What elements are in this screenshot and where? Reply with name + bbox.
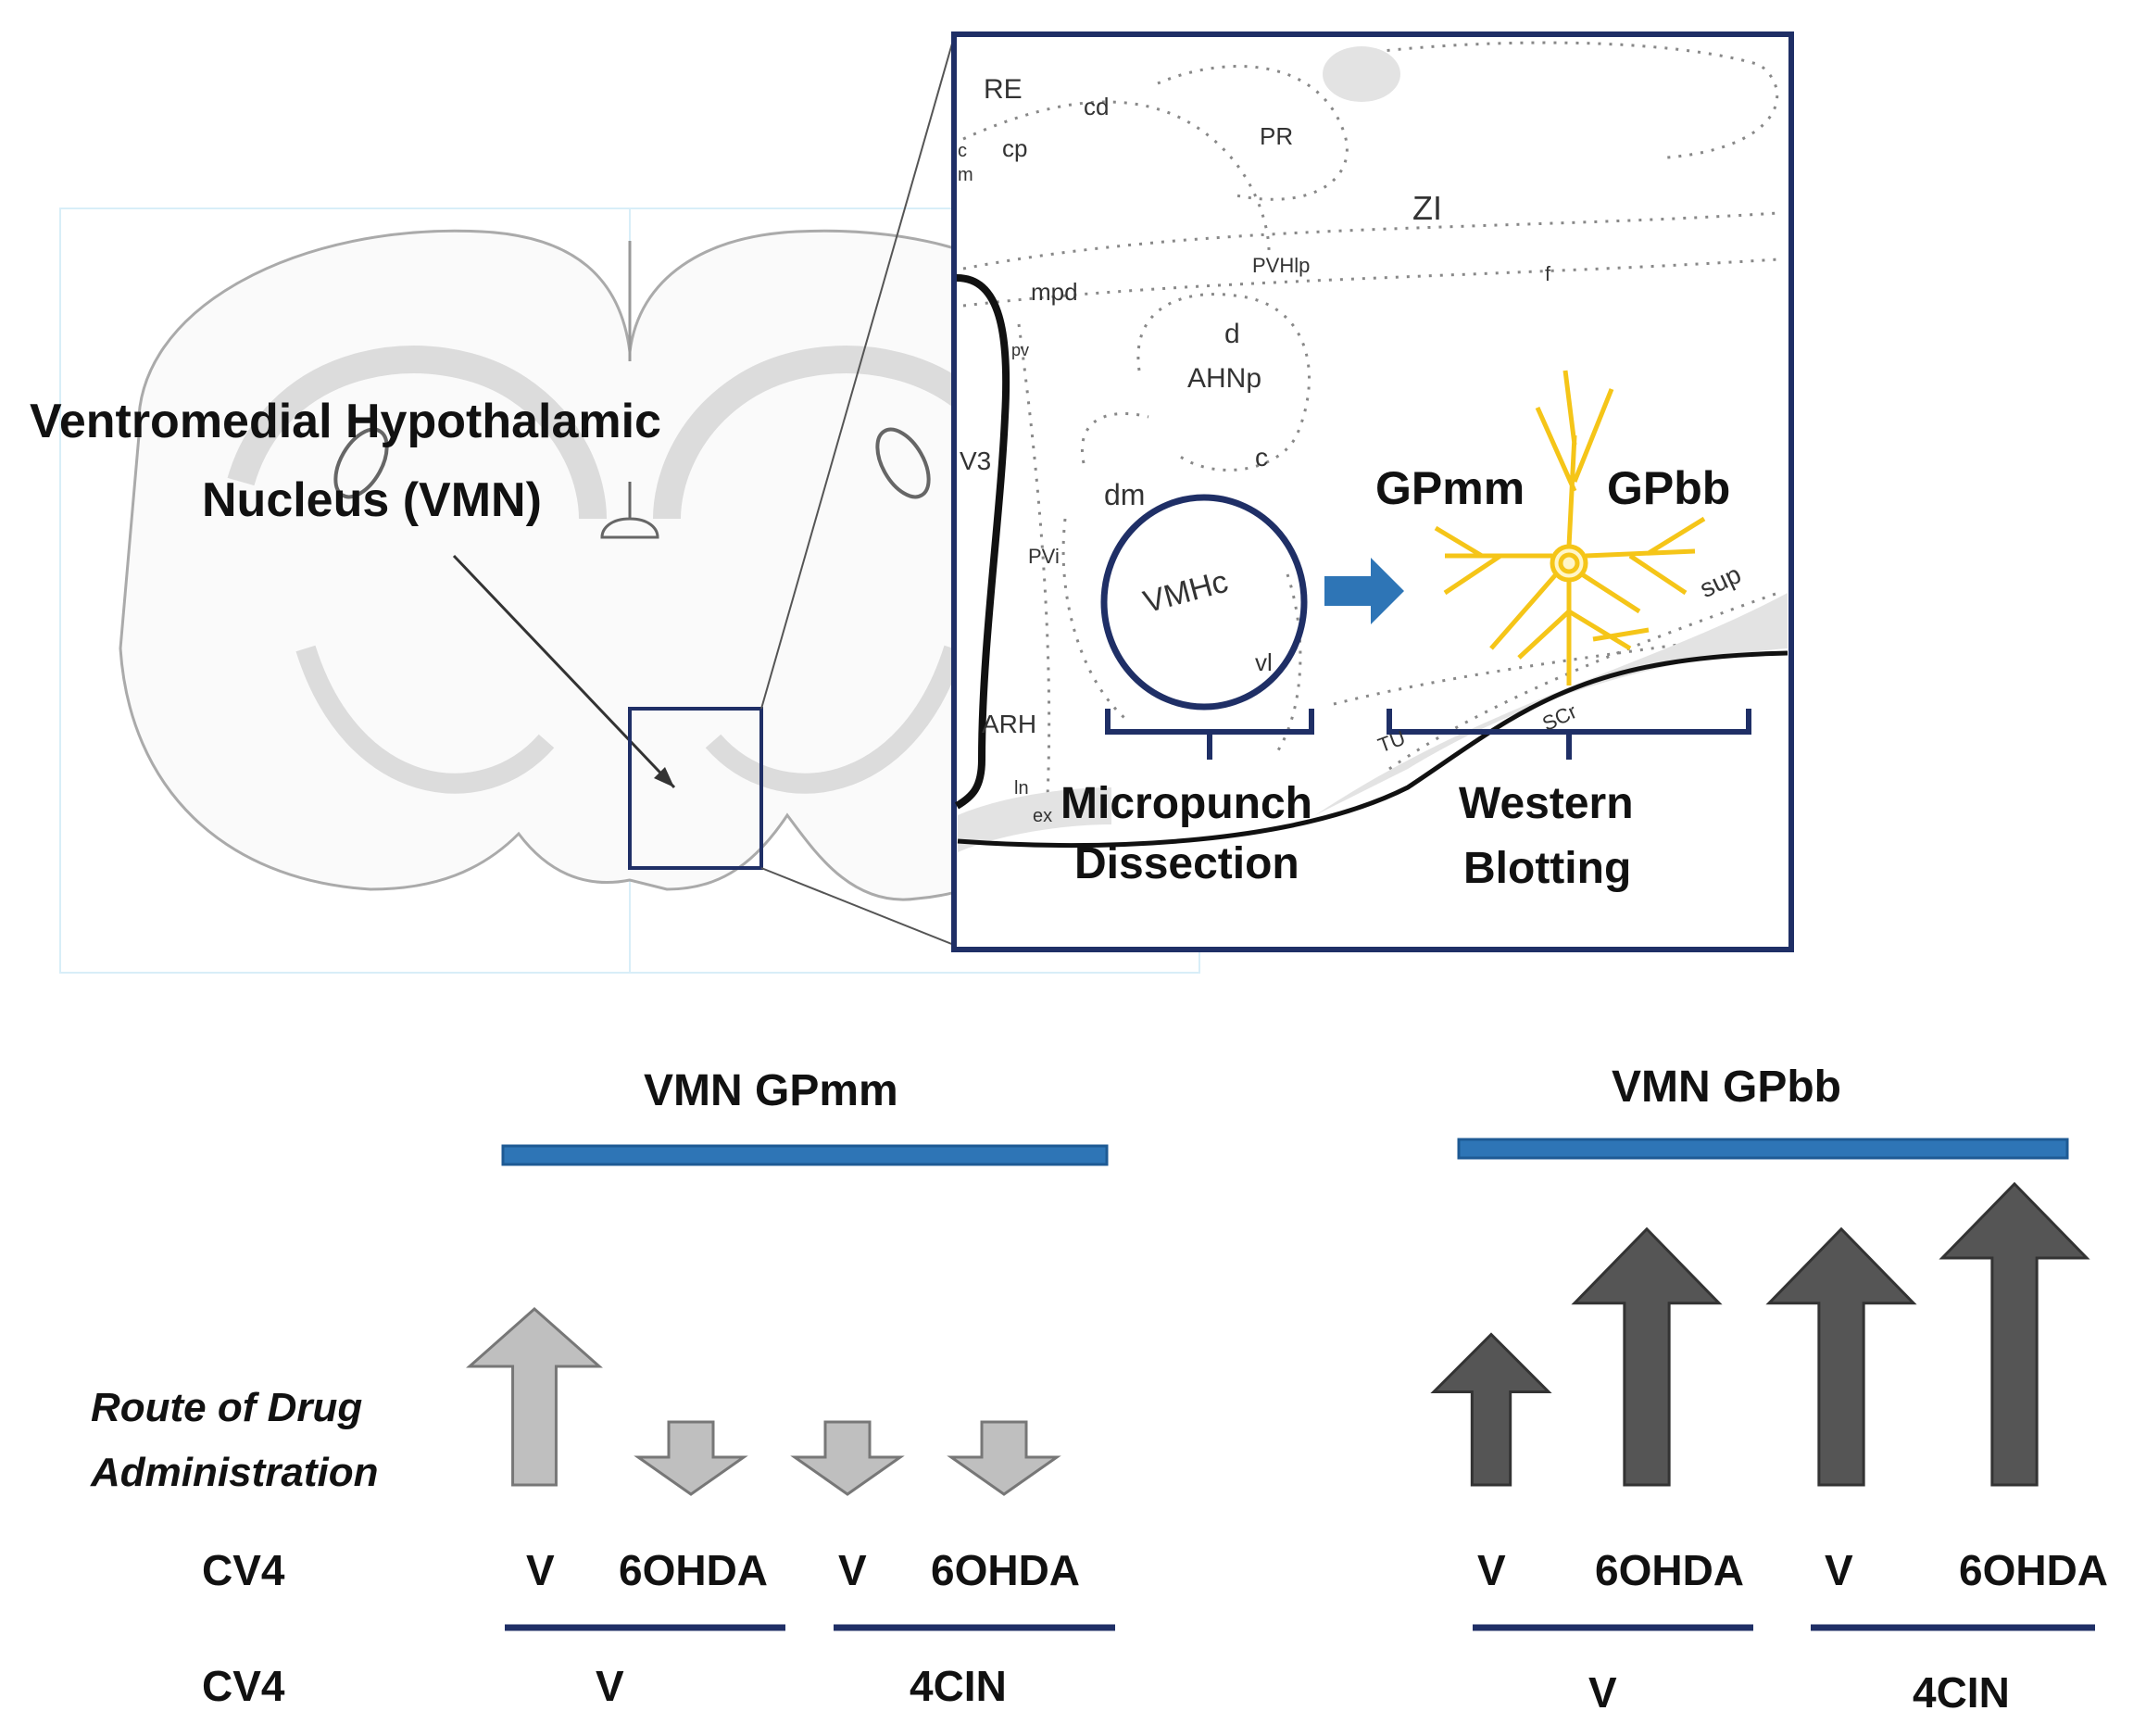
atlas-label: vl — [1255, 648, 1273, 676]
atlas-label: ARH — [982, 710, 1037, 738]
gpmm-row2-4cin: 4CIN — [910, 1662, 1007, 1710]
gpbb-row2-4cin: 4CIN — [1913, 1668, 2010, 1717]
gpmm-row1-6ohda: 6OHDA — [619, 1546, 769, 1594]
panel-title-gpbb: VMN GPbb — [1612, 1063, 1841, 1112]
atlas-label: V3 — [960, 447, 992, 475]
atlas-label: pv — [1011, 341, 1030, 359]
atlas-label: ZI — [1412, 189, 1442, 227]
down-arrow-icon — [790, 1420, 905, 1496]
gpmm-row1-v: V — [526, 1546, 555, 1594]
arrows-group — [466, 1181, 2090, 1496]
gpmm-bar — [501, 1144, 1109, 1166]
down-arrow-icon — [634, 1420, 748, 1496]
atlas-label: mpd — [1031, 278, 1078, 306]
gpbb-bar — [1457, 1138, 2069, 1160]
atlas-label: d — [1224, 319, 1240, 349]
gpbb-row1-v: V — [1477, 1546, 1506, 1594]
western-label: Western — [1459, 779, 1634, 828]
atlas-label: ex — [1033, 806, 1053, 826]
vmn-title-line2: Nucleus (VMN) — [202, 473, 542, 527]
up-arrow-icon — [1571, 1227, 1723, 1487]
micropunch-label: Micropunch — [1060, 779, 1312, 828]
atlas-label: PVi — [1028, 545, 1060, 568]
gpmm-row1-6ohda2: 6OHDA — [931, 1546, 1081, 1594]
blotting-label: Blotting — [1463, 844, 1632, 893]
dissection-label: Dissection — [1074, 839, 1299, 888]
row1-label: CV4 — [202, 1546, 285, 1594]
zoom-line-bottom — [760, 867, 955, 946]
panel-title-gpmm: VMN GPmm — [644, 1066, 898, 1115]
down-arrow-icon — [947, 1420, 1061, 1496]
atlas-label: c — [958, 141, 967, 161]
gpbb-row1-v2: V — [1825, 1546, 1853, 1594]
inset-panel — [951, 31, 1794, 952]
gpbb-row1-6ohda: 6OHDA — [1595, 1546, 1745, 1594]
atlas-label: PR — [1260, 122, 1294, 150]
gpmm-row1-v2: V — [838, 1546, 867, 1594]
atlas-label: cd — [1084, 93, 1110, 120]
atlas-label: RE — [984, 74, 1023, 105]
gpmm-inset-label: GPmm — [1375, 462, 1525, 514]
vmhc-circle — [1100, 494, 1308, 711]
zoom-line-top — [760, 36, 955, 710]
vmn-title-line1: Ventromedial Hypothalamic — [30, 395, 661, 448]
atlas-label: AHNp — [1187, 363, 1262, 394]
atlas-label: PVHlp — [1252, 254, 1311, 277]
blue-arrow-icon — [1324, 558, 1404, 624]
gpbb-row1-6ohda2: 6OHDA — [1959, 1546, 2109, 1594]
gpbb-row2-v: V — [1588, 1668, 1617, 1717]
atlas-label: f — [1545, 262, 1551, 285]
atlas-label: cp — [1002, 134, 1028, 162]
atlas-label: ln — [1014, 778, 1029, 799]
pointer-line — [452, 554, 676, 789]
atlas-label: c — [1255, 443, 1268, 472]
atlas-label: dm — [1104, 478, 1146, 511]
route-label-line1: Route of Drug — [91, 1385, 363, 1430]
roi-box — [628, 707, 763, 870]
gpbb-inset-label: GPbb — [1607, 462, 1731, 514]
row2-label: CV4 — [202, 1662, 285, 1710]
up-arrow-icon — [1430, 1332, 1552, 1487]
up-arrow-icon — [1765, 1227, 1917, 1487]
gpmm-row2-v: V — [596, 1662, 624, 1710]
atlas-label: m — [958, 165, 973, 185]
neuron-icon — [1434, 370, 1706, 686]
route-label-line2: Administration — [91, 1450, 379, 1495]
up-arrow-icon — [1939, 1181, 2090, 1487]
up-arrow-icon — [466, 1306, 603, 1487]
